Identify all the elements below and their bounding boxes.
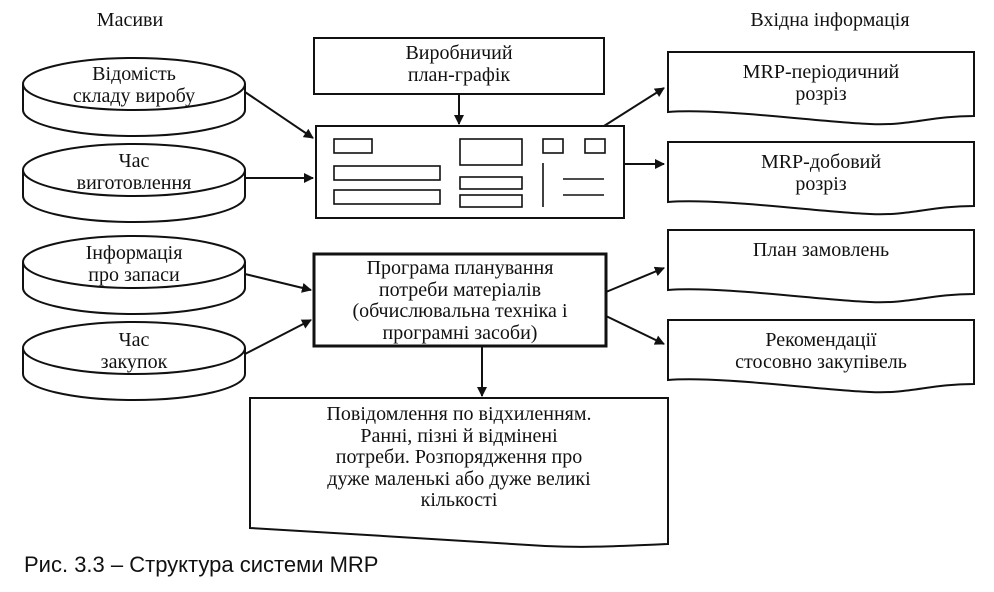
disk-bom [22, 57, 246, 137]
disk-purchase-time [22, 321, 246, 401]
arrow-screen-to-periodic [603, 87, 665, 127]
doc-periodic [667, 51, 975, 126]
doc-exceptions [249, 397, 669, 548]
doc-exceptions-label: Повідомлення по відхиленням.Ранні, пізні… [326, 403, 592, 512]
arrow-inventory-to-program [244, 273, 312, 293]
arrow-program-to-recommendations [605, 315, 665, 345]
disk-production-time [22, 143, 246, 223]
disk-inventory [22, 235, 246, 315]
arrow-purchasetime-to-program [244, 319, 312, 355]
doc-order-plan [667, 229, 975, 304]
doc-order-plan-label: План замовлень [752, 239, 890, 261]
arrow-program-to-orders [605, 266, 665, 293]
header-arrays: Масиви [96, 9, 164, 31]
screen-box [315, 125, 625, 219]
doc-purchase-recommendations [667, 319, 975, 394]
arrow-bom-to-screen [244, 91, 314, 139]
figure-caption: Рис. 3.3 – Структура системи MRP [24, 552, 379, 577]
schedule-box [313, 37, 605, 95]
header-input-info: Вхідна інформація [750, 9, 910, 31]
program-box [312, 252, 608, 348]
doc-daily [667, 141, 975, 216]
